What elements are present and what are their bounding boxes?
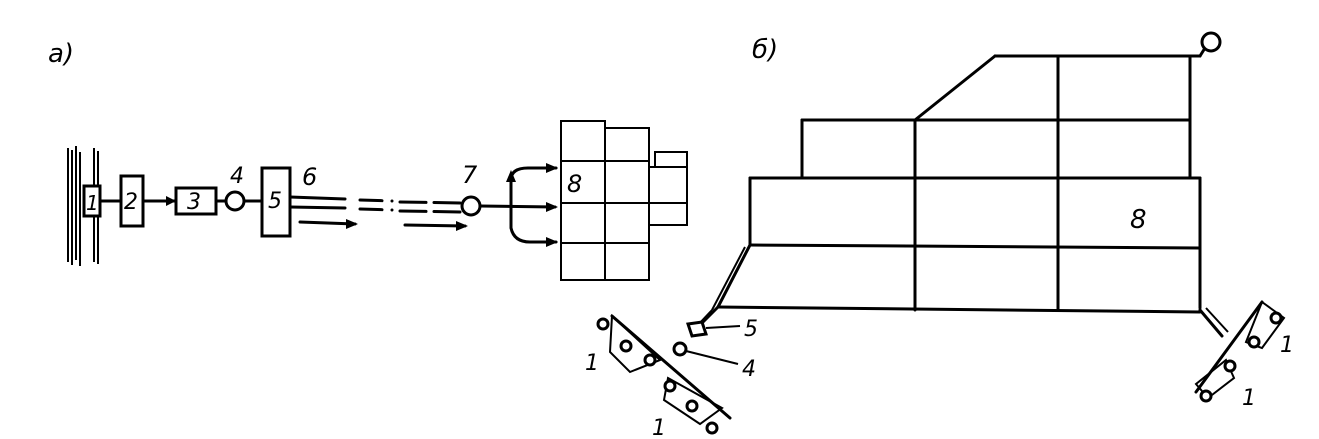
label-b-1-right-bottom: 1 — [1242, 386, 1256, 411]
panel-a: а) 1 2 3 4 5 6 — [48, 39, 688, 281]
label-3: 3 — [187, 190, 201, 215]
right-feed — [1198, 307, 1229, 338]
label-5: 5 — [268, 189, 282, 214]
pipeline-6 — [288, 195, 468, 231]
distribution-arrows — [478, 163, 558, 247]
panel-b: б) 8 — [585, 31, 1294, 439]
source-node — [1200, 31, 1222, 53]
label-b-8: 8 — [1130, 205, 1147, 235]
label-8: 8 — [567, 170, 582, 198]
panel-a-caption: а) — [48, 39, 74, 69]
consumer-block-8 — [560, 120, 688, 281]
label-2: 2 — [124, 190, 138, 215]
label-4: 4 — [230, 164, 244, 189]
panel-b-caption: б) — [752, 35, 778, 65]
left-feed — [672, 305, 741, 365]
node-4 — [224, 190, 246, 212]
label-b-1-left-top: 1 — [585, 351, 599, 376]
left-well-field — [596, 313, 732, 435]
label-6: 6 — [302, 163, 317, 191]
label-1: 1 — [86, 191, 99, 215]
label-b-5: 5 — [744, 317, 758, 342]
block-3 — [174, 186, 218, 216]
node-7 — [460, 195, 482, 217]
block-5 — [260, 166, 292, 238]
label-b-1-left-bottom: 1 — [652, 416, 666, 439]
valve-5 — [686, 320, 708, 338]
label-b-4: 4 — [742, 357, 756, 382]
node-b-4 — [672, 341, 688, 357]
district-grid — [711, 54, 1202, 314]
label-b-1-right-top: 1 — [1280, 333, 1294, 358]
right-well-field — [1194, 300, 1286, 403]
label-7: 7 — [462, 161, 478, 189]
